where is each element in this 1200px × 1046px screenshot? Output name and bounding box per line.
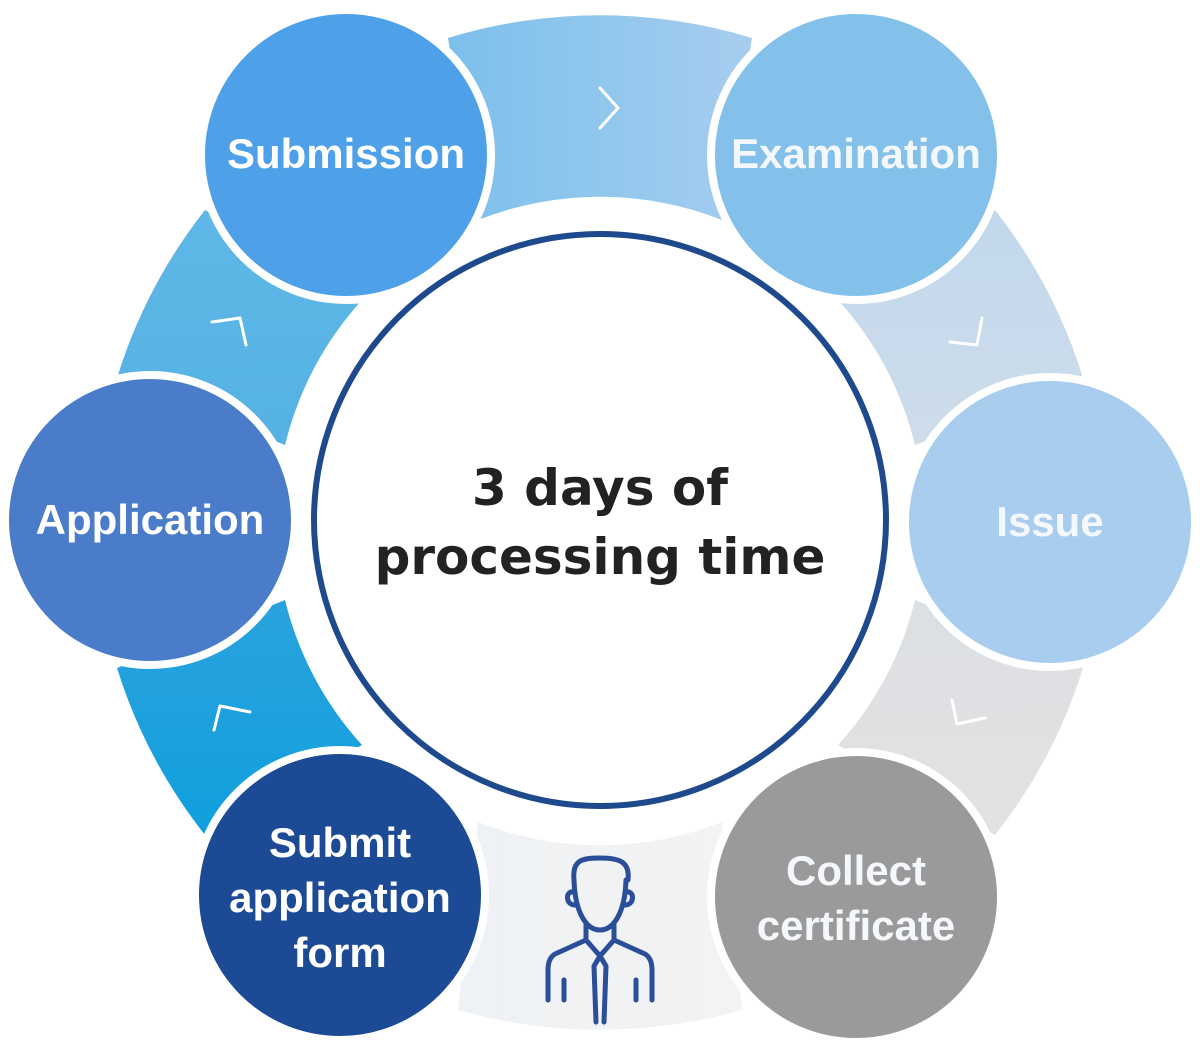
step-circle — [707, 6, 1005, 304]
step-circle — [1, 371, 299, 669]
step-application: Application — [1, 371, 299, 669]
step-label: Issue — [996, 498, 1103, 545]
step-circle — [191, 746, 489, 1044]
step-circle — [197, 6, 495, 304]
step-submission: Submission — [197, 6, 495, 304]
chevron-icon — [950, 698, 987, 726]
step-submit-application-form: Submit application form — [191, 746, 489, 1044]
chevron-icon — [598, 86, 620, 130]
step-circle — [707, 748, 1005, 1046]
center-title-line-2: processing time — [375, 528, 826, 586]
step-label: certificate — [757, 902, 955, 949]
step-issue: Issue — [901, 373, 1199, 671]
step-label: Application — [36, 496, 265, 543]
center-title-line-1: 3 days of — [472, 459, 729, 517]
ring-segment-bottom — [458, 822, 742, 1030]
step-label: Collect — [786, 847, 926, 894]
center-ring — [311, 231, 889, 809]
step-label: form — [293, 929, 386, 976]
chevron-icon — [948, 316, 984, 347]
flow-arrows — [210, 86, 987, 732]
center-hub: 3 days of processing time — [311, 231, 889, 809]
chevron-icon — [212, 704, 252, 732]
step-collect-certificate: Collect certificate — [707, 748, 1005, 1046]
ring-segment-top — [448, 15, 752, 220]
chevron-icon — [210, 316, 248, 347]
step-label: application — [229, 874, 451, 921]
step-examination: Examination — [707, 6, 1005, 304]
step-label: Submission — [227, 130, 465, 177]
step-label: Submit — [269, 819, 411, 866]
step-circle — [901, 373, 1199, 671]
step-label: Examination — [731, 130, 981, 177]
person-icon — [545, 855, 655, 1025]
